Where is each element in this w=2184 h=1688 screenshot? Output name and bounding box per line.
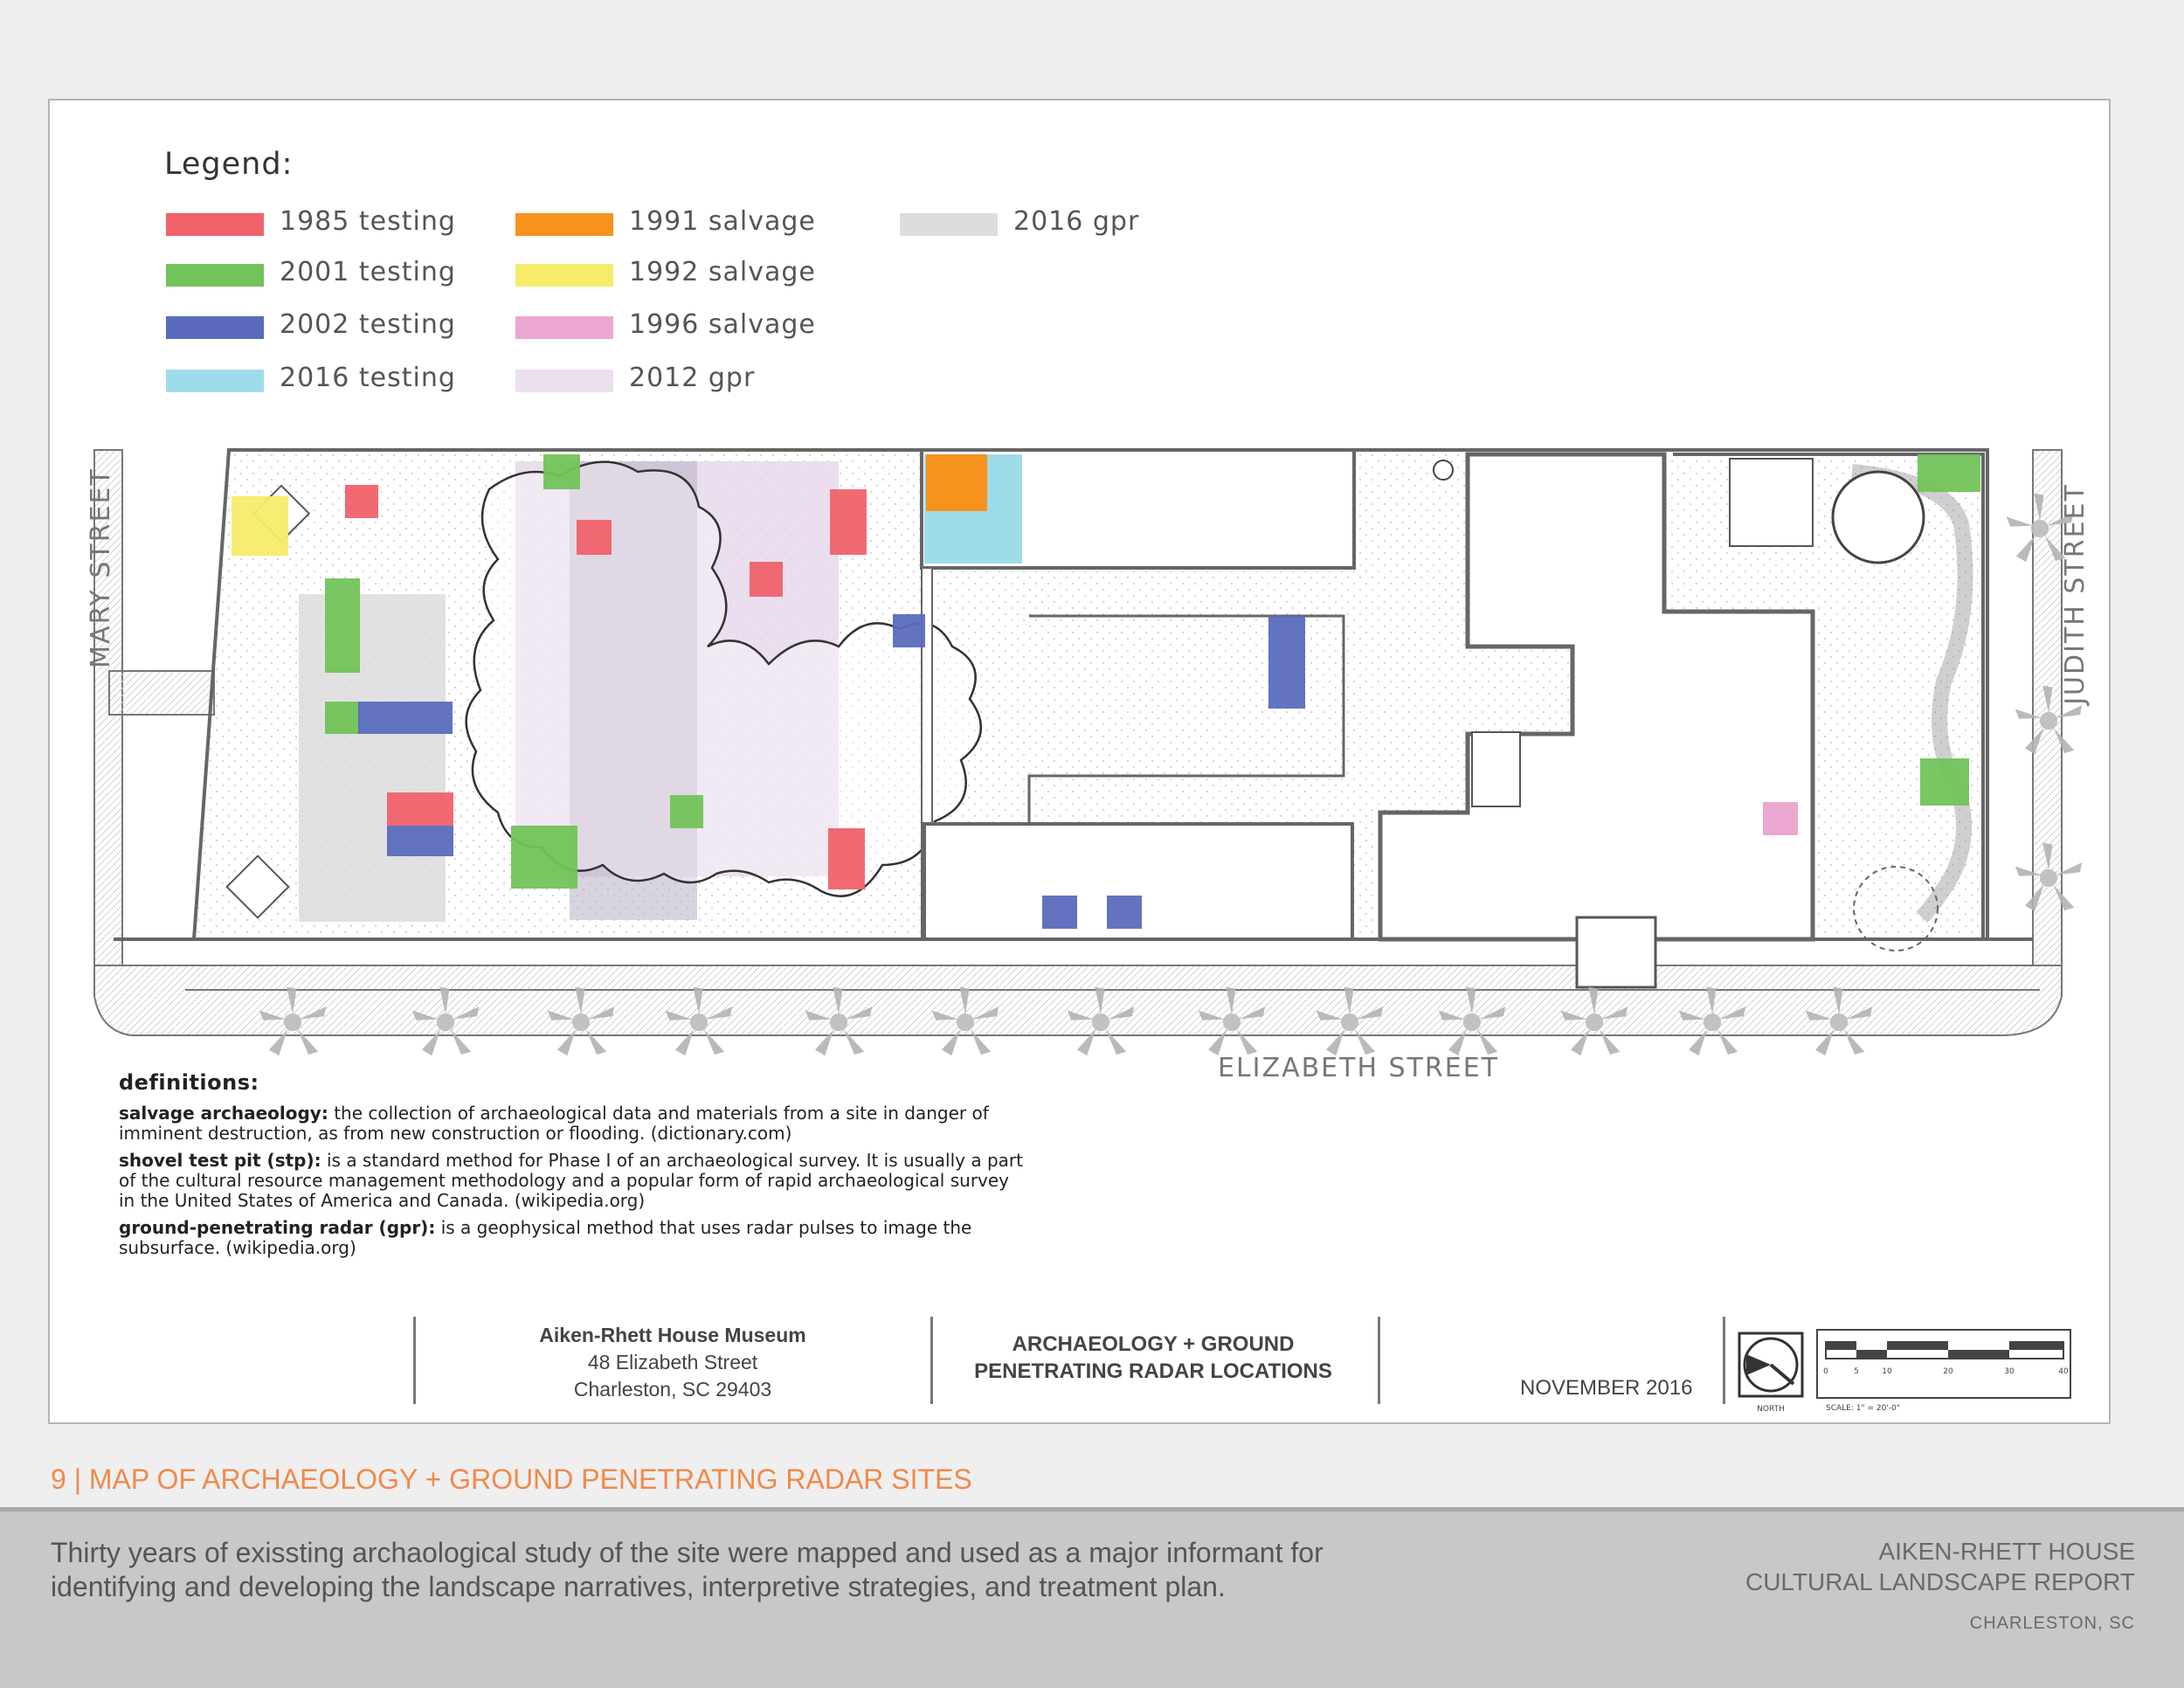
title-block-museum: Aiken-Rhett House Museum 48 Elizabeth St… [489,1322,856,1403]
garden-terrace [1729,458,1814,547]
garden-fountain [1831,470,1925,564]
east-garden-wall [1673,453,1985,941]
legend-label: 1985 testing [280,206,456,237]
definition-term: shovel test pit (stp): [119,1150,321,1171]
scale-tick-0: 0 [1823,1367,1828,1376]
report-title-line2: CULTURAL LANDSCAPE REPORT [1745,1568,2135,1595]
definition-text: the collection of archaeological data an… [119,1103,989,1144]
legend-swatch [515,213,613,236]
north-label: NORTH [1757,1405,1785,1414]
gpr-2016-west [299,594,446,922]
legend-swatch [166,213,264,236]
scale-tick-40: 40 [2058,1367,2069,1376]
main-house [1378,452,1815,942]
definitions-block: definitions: salvage archaeology: the co… [119,1070,1027,1265]
north-arrow-icon [1738,1332,1804,1398]
legend-swatch [166,370,264,392]
report-title-line1: AIKEN-RHETT HOUSE [1878,1538,2135,1565]
legend-swatch [900,213,998,236]
scale-tick-30: 30 [2004,1367,2015,1376]
definition-gpr: ground-penetrating radar (gpr): is a geo… [119,1218,1027,1258]
salvage-1991 [926,454,987,511]
legend-label: 1996 salvage [629,309,816,340]
street-label-elizabeth: ELIZABETH STREET [1218,1053,1499,1083]
caption-separator: | [66,1463,89,1495]
title-block-divider [1378,1317,1380,1404]
street-label-mary: MARY STREET [86,467,116,668]
drawing-title-line2: PENETRATING RADAR LOCATIONS [974,1359,1332,1383]
report-title: AIKEN-RHETT HOUSE CULTURAL LANDSCAPE REP… [1745,1536,2135,1597]
title-block-divider [930,1317,933,1404]
page-footer: Thirty years of exissting archaological … [0,1507,2184,1688]
legend-label: 2002 testing [280,309,456,340]
well [1433,460,1454,481]
definition-term: salvage archaeology: [119,1103,328,1124]
drawing-title-line1: ARCHAEOLOGY + GROUND [1012,1332,1295,1356]
street-label-judith: JUDITH STREET [2060,483,2091,707]
scale-bar [1816,1329,2071,1399]
salvage-1992 [232,496,288,556]
scale-label: SCALE: 1" = 20'-0" [1826,1404,1900,1413]
sidewalk-judith [2032,449,2063,966]
legend-label: 1992 salvage [629,257,816,287]
title-block-divider [413,1317,416,1404]
title-block-drawing-title: ARCHAEOLOGY + GROUND PENETRATING RADAR L… [935,1331,1372,1385]
definition-text: is a geophysical method that uses radar … [119,1217,972,1258]
legend-swatch [166,316,264,339]
north-arrow-and-scale: NORTH 0 5 10 20 30 40 SCALE: 1" = 20'-0" [1738,1329,2071,1414]
test-pits-1985 [345,485,867,889]
legend-label: 1991 salvage [629,206,816,237]
museum-city: Charleston, SC 29403 [573,1378,772,1401]
scale-tick-5: 5 [1854,1367,1859,1376]
museum-name: Aiken-Rhett House Museum [539,1324,806,1346]
scale-tick-10: 10 [1882,1367,1892,1376]
legend-swatch [166,264,264,287]
definition-term: ground-penetrating radar (gpr): [119,1217,436,1238]
garden-feature [1853,866,1939,951]
test-pits-2002 [358,614,1305,929]
legend-label: 2012 gpr [629,363,756,393]
figure-title: MAP OF ARCHAEOLOGY + GROUND PENETRATING … [88,1463,972,1495]
garden-path [1851,464,1973,924]
legend-title: Legend: [164,147,294,182]
definition-stp: shovel test pit (stp): is a standard met… [119,1151,1027,1211]
legend-label: 2001 testing [280,257,456,287]
entry-portico [1575,916,1657,989]
legend-swatch [515,264,613,287]
legend-swatch [515,316,613,339]
museum-address: 48 Elizabeth Street [587,1351,758,1373]
title-block-date: NOVEMBER 2016 [1520,1376,1693,1400]
report-city: CHARLESTON, SC [1969,1614,2135,1633]
definitions-heading: definitions: [119,1070,259,1095]
footer-description: Thirty years of exissting archaological … [51,1537,1324,1602]
salvage-1996 [1763,802,1798,835]
driveway-mary [108,670,215,716]
legend-label: 2016 testing [280,363,456,393]
figure-caption: 9 | MAP OF ARCHAEOLOGY + GROUND PENETRAT… [51,1463,972,1496]
legend-swatch [515,370,613,392]
test-pits-2001 [325,454,1980,889]
sidewalk-elizabeth [93,965,2063,1036]
front-stair [1471,731,1521,807]
figure-number: 9 [51,1463,66,1495]
title-block-divider [1723,1317,1725,1404]
definition-salvage: salvage archaeology: the collection of a… [119,1103,1027,1144]
definition-text: is a standard method for Phase I of an a… [119,1150,1023,1211]
legend-label: 2016 gpr [1013,206,1140,237]
scale-tick-20: 20 [1943,1367,1953,1376]
gazebo-south [225,854,290,919]
